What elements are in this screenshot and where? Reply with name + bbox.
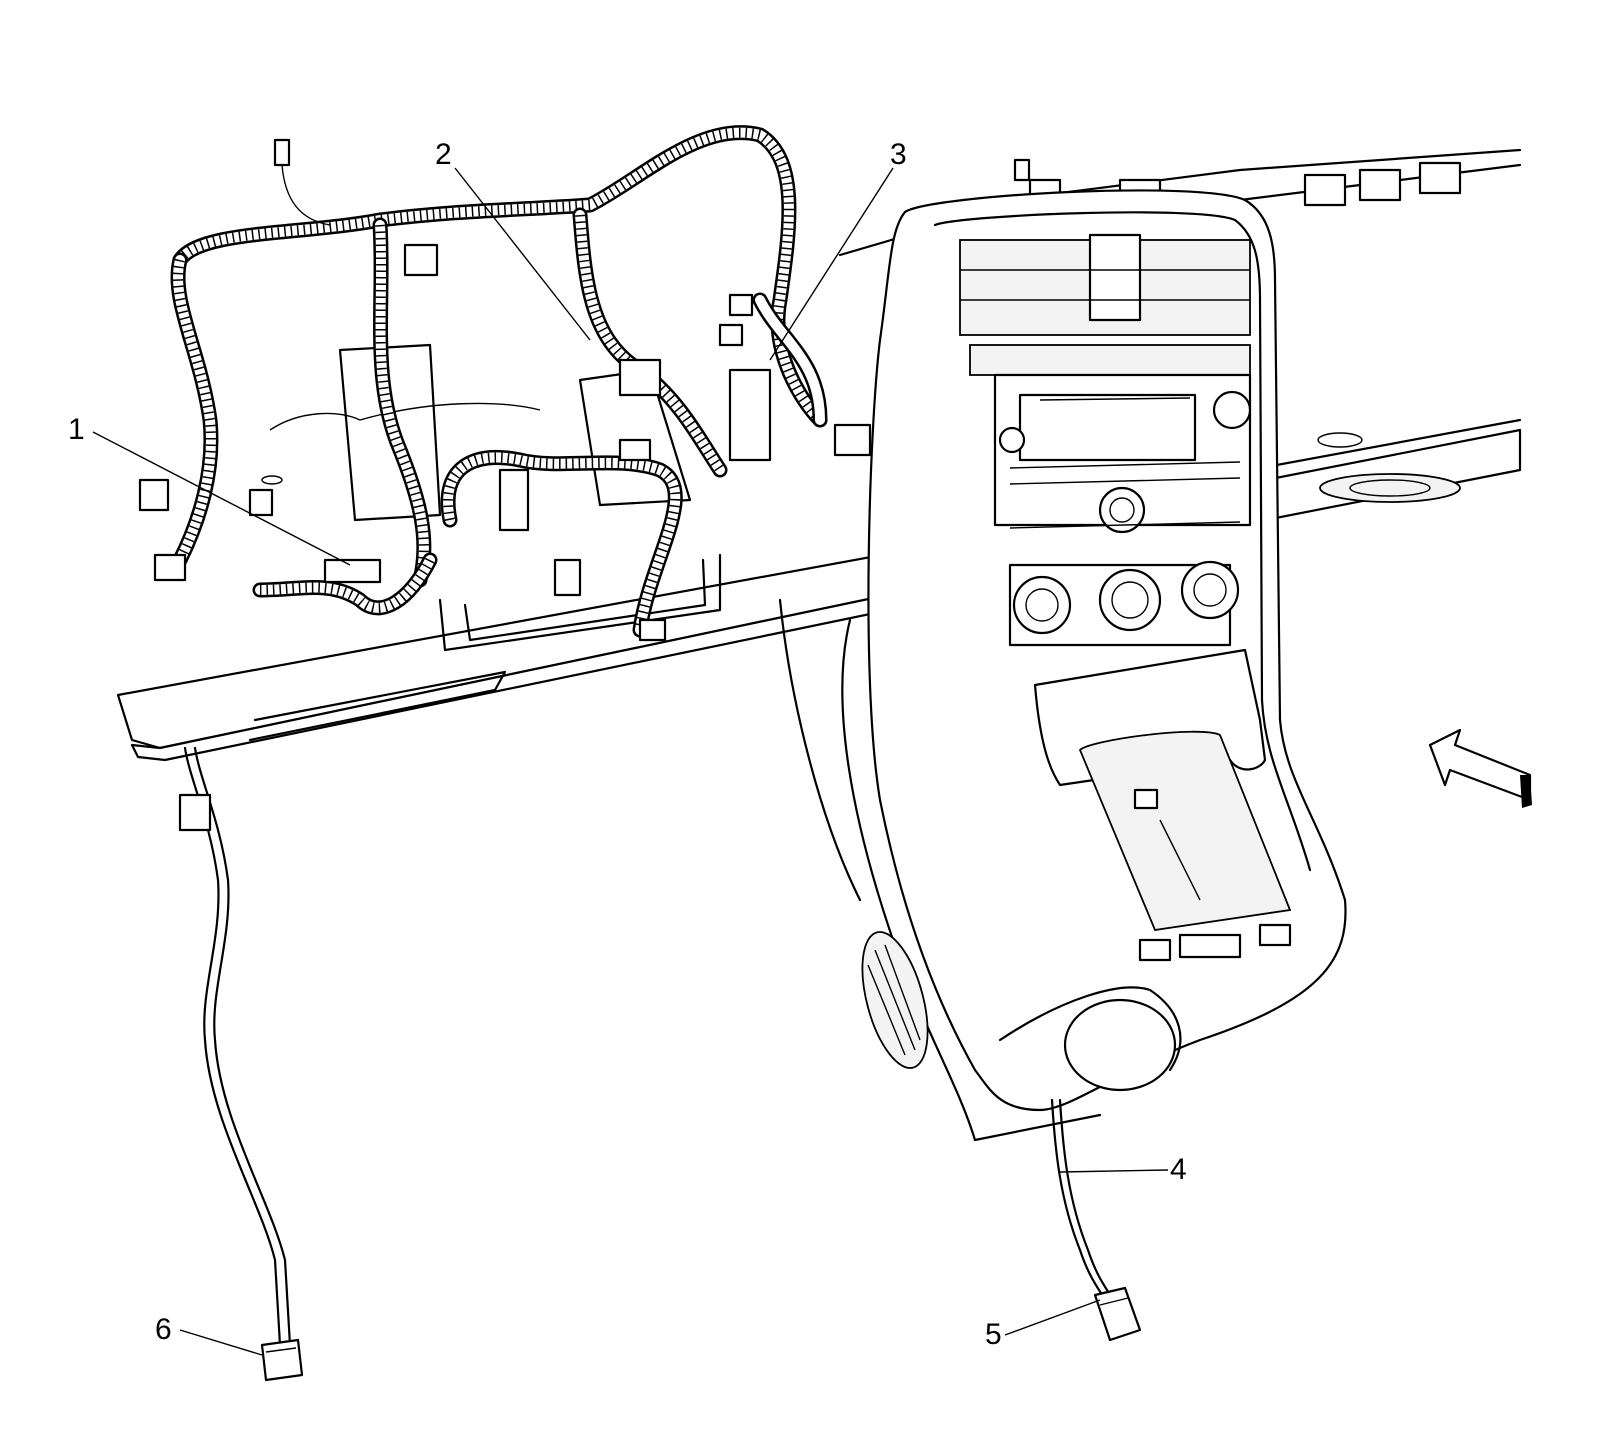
leader-line-3 <box>769 167 894 361</box>
leader-line-5 <box>1004 1299 1101 1336</box>
view-direction-arrow-icon <box>1428 728 1532 808</box>
leader-line-2 <box>454 167 591 341</box>
callout-5: 5 <box>985 1318 1002 1351</box>
callout-4: 4 <box>1170 1153 1187 1186</box>
center-console <box>778 189 1347 1142</box>
callout-6: 6 <box>155 1313 172 1346</box>
callout-2: 2 <box>435 138 452 171</box>
leader-lines <box>92 167 1169 1356</box>
left-cable <box>178 746 304 1382</box>
right-cable <box>1050 1098 1142 1342</box>
leader-line-1 <box>92 431 351 566</box>
leader-line-4 <box>1059 1169 1169 1173</box>
instrument-panel-carrier <box>116 148 1522 762</box>
callout-1: 1 <box>68 413 85 446</box>
leader-line-6 <box>179 1329 263 1356</box>
instrument-panel-wiring-harness <box>138 125 1031 642</box>
callout-3: 3 <box>890 138 907 171</box>
